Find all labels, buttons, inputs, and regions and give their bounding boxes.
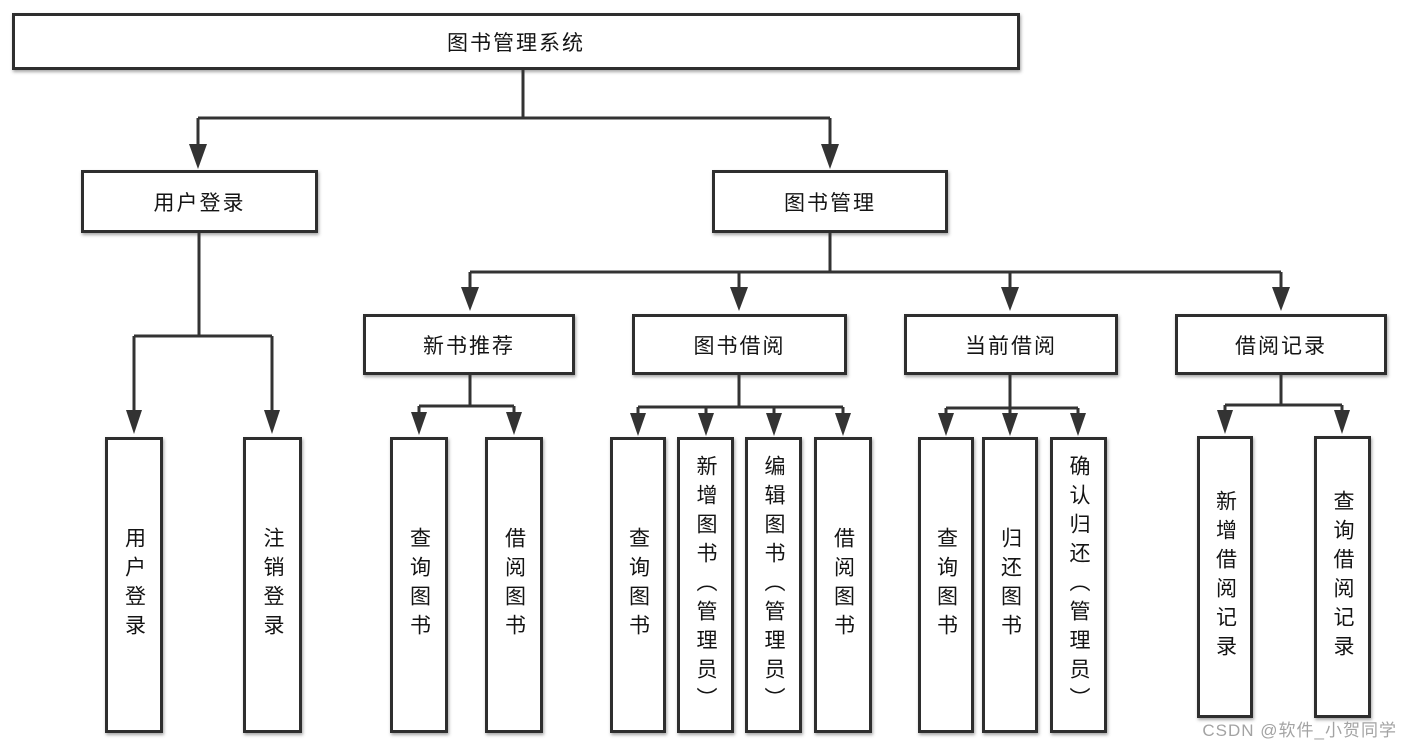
node-book-borrow: 图书借阅 — [632, 314, 847, 375]
leaf-add-borrow-record: 新增借阅记录 — [1197, 436, 1253, 718]
arrowhead — [461, 287, 479, 311]
connector-user-login-to-leaves — [132, 233, 274, 412]
arrowhead — [506, 412, 522, 435]
node-user-login: 用户登录 — [81, 170, 318, 233]
leaf-label: 借阅图书 — [502, 527, 526, 643]
node-borrow-record: 借阅记录 — [1175, 314, 1387, 375]
connector-book-mgmt-to-level3 — [468, 233, 1283, 288]
leaf-edit-book-admin: 编辑图书（管理员） — [745, 437, 802, 733]
node-book-management: 图书管理 — [712, 170, 948, 233]
node-current-borrow: 当前借阅 — [904, 314, 1118, 375]
leaf-add-book-admin: 新增图书（管理员） — [677, 437, 734, 733]
leaf-return-book: 归还图书 — [982, 437, 1038, 733]
leaf-label: 归还图书 — [998, 527, 1022, 643]
arrowhead — [189, 144, 207, 169]
arrowhead — [630, 413, 646, 436]
leaf-label: 编辑图书（管理员） — [762, 454, 785, 716]
connector-borrow-record-to-leaves — [1223, 375, 1344, 412]
leaf-label: 用户登录 — [122, 527, 146, 643]
leaf-label: 查询图书 — [626, 527, 650, 643]
connector-root-to-level2 — [196, 70, 832, 146]
arrowhead — [821, 144, 839, 169]
connector-current-borrow-to-leaves — [944, 375, 1080, 415]
leaf-query-book-3: 查询图书 — [918, 437, 974, 733]
leaf-label: 查询借阅记录 — [1331, 490, 1354, 664]
node-root: 图书管理系统 — [12, 13, 1020, 70]
arrowhead — [1272, 287, 1290, 311]
connector-new-book-to-leaves — [417, 375, 516, 414]
leaf-user-login: 用户登录 — [105, 437, 163, 733]
leaf-label: 新增图书（管理员） — [694, 454, 717, 716]
node-new-book-recommend: 新书推荐 — [363, 314, 575, 375]
arrowhead — [126, 410, 142, 434]
arrowhead — [938, 413, 954, 436]
leaf-query-book-2: 查询图书 — [610, 437, 666, 733]
arrowhead — [411, 412, 427, 435]
leaf-query-book-1: 查询图书 — [390, 437, 448, 733]
arrowhead — [730, 287, 748, 311]
csdn-watermark: CSDN @软件_小贺同学 — [1202, 721, 1397, 740]
arrowhead — [835, 413, 851, 436]
leaf-label: 查询图书 — [407, 527, 431, 643]
arrowhead — [1002, 413, 1018, 436]
leaf-label: 借阅图书 — [831, 527, 855, 643]
arrowhead — [698, 413, 714, 436]
arrowhead — [1217, 410, 1233, 434]
leaf-logout: 注销登录 — [243, 437, 302, 733]
arrowhead — [1070, 413, 1086, 436]
leaf-label: 确认归还（管理员） — [1067, 454, 1090, 716]
leaf-query-borrow-record: 查询借阅记录 — [1314, 436, 1371, 718]
arrowhead — [264, 410, 280, 434]
leaf-label: 注销登录 — [261, 527, 284, 643]
leaf-confirm-return-admin: 确认归还（管理员） — [1050, 437, 1107, 733]
leaf-borrow-book-2: 借阅图书 — [814, 437, 872, 733]
arrowhead — [766, 413, 782, 436]
connector-book-borrow-to-leaves — [636, 375, 845, 415]
arrowhead — [1001, 287, 1019, 311]
leaf-label: 新增借阅记录 — [1213, 490, 1237, 664]
leaf-borrow-book-1: 借阅图书 — [485, 437, 543, 733]
leaf-label: 查询图书 — [934, 527, 958, 643]
arrowhead — [1334, 410, 1350, 434]
